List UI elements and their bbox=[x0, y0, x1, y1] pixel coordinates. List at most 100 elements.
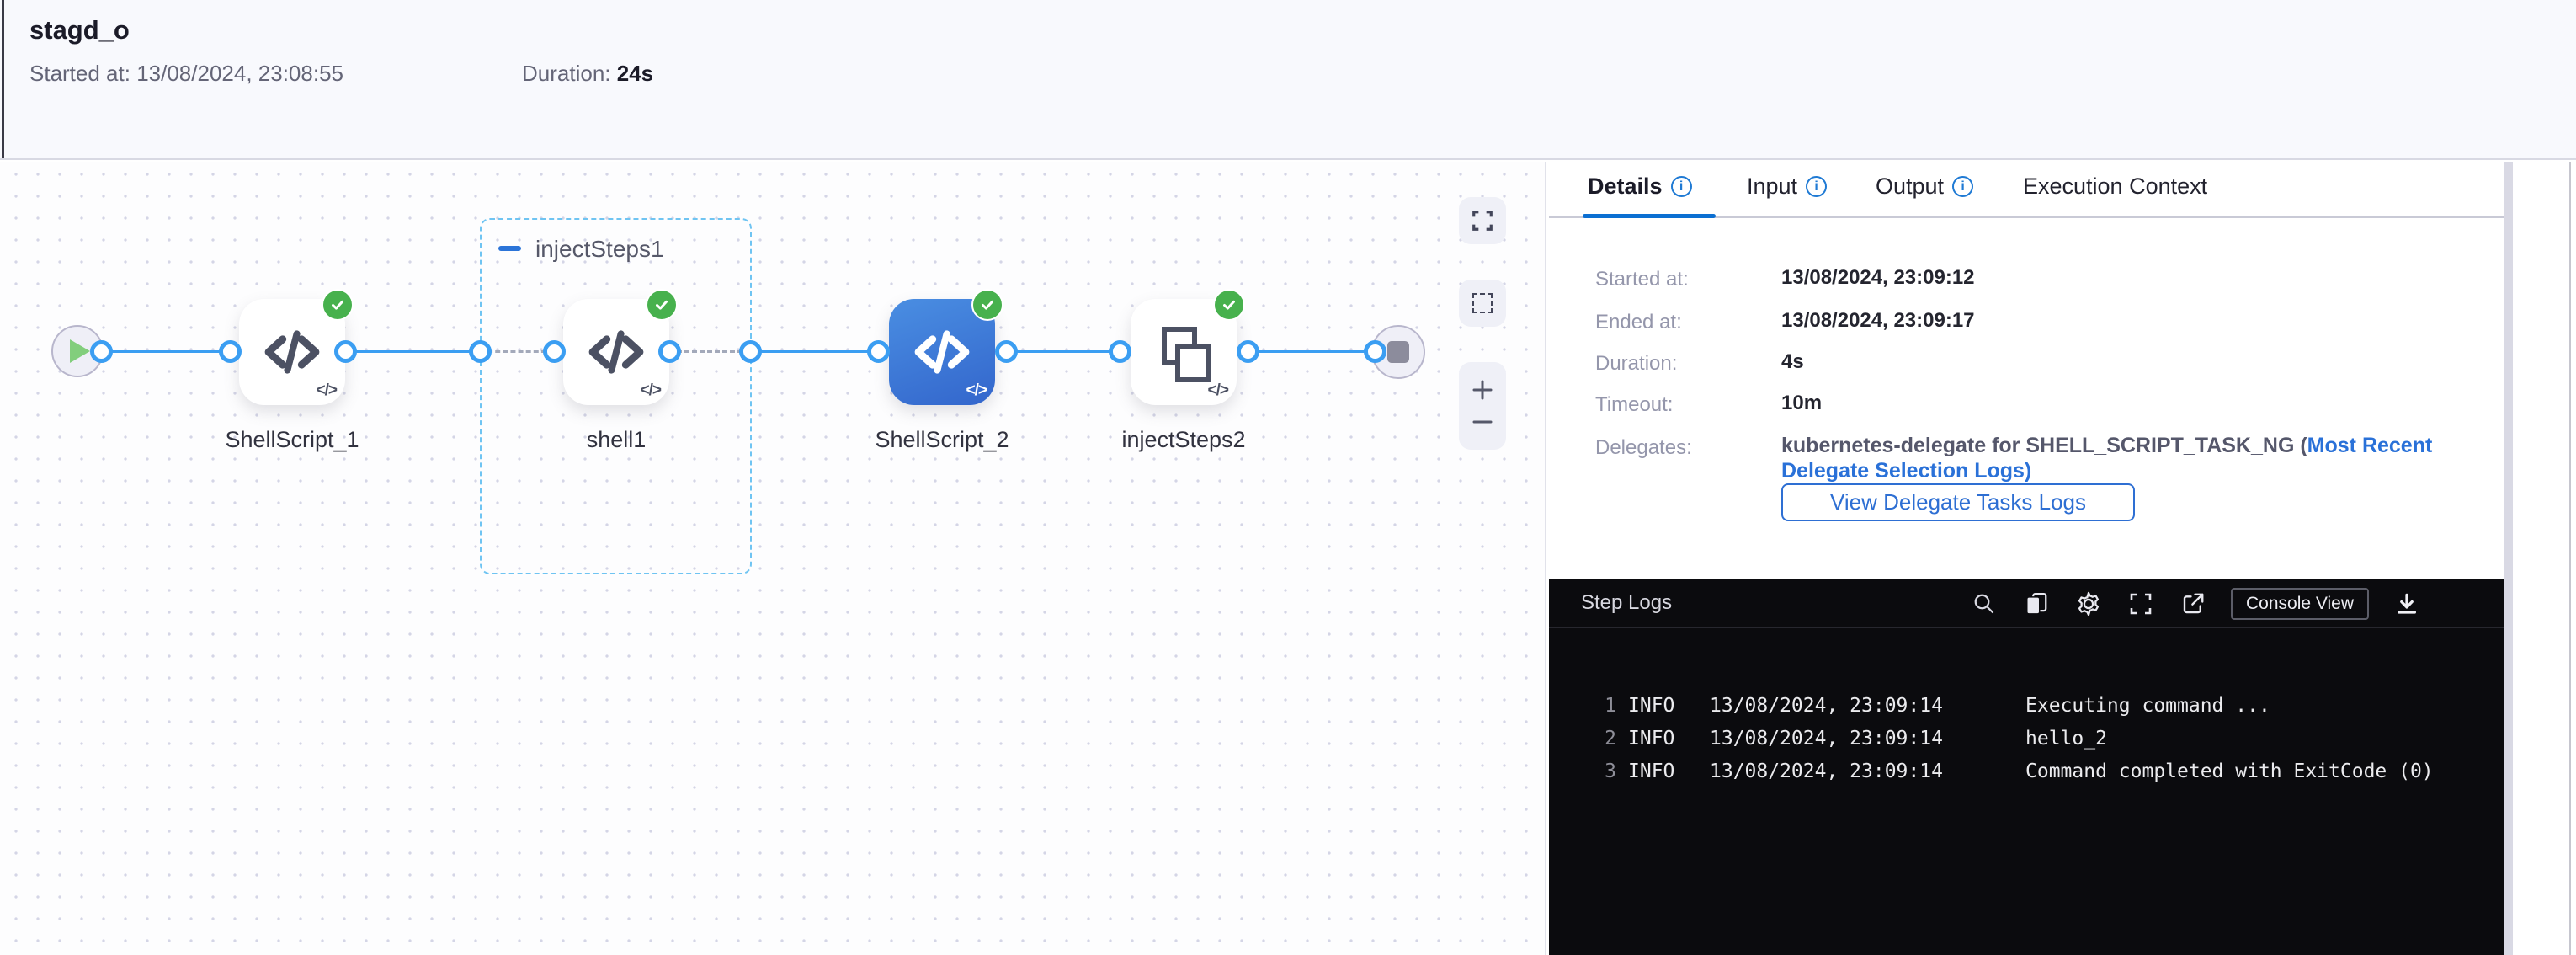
search-icon[interactable] bbox=[1970, 590, 1999, 618]
code-icon bbox=[264, 330, 320, 374]
log-level: INFO bbox=[1628, 727, 1675, 750]
delegates-value: kubernetes-delegate for SHELL_SCRIPT_TAS… bbox=[1781, 433, 2463, 483]
active-tab-indicator bbox=[1583, 214, 1716, 218]
check-icon bbox=[332, 300, 343, 310]
stage-duration: Duration: 24s bbox=[522, 61, 653, 87]
connector-port[interactable] bbox=[469, 340, 492, 363]
connector-port[interactable] bbox=[1364, 340, 1386, 363]
detail-row-label: Timeout: bbox=[1595, 393, 1674, 416]
window-edge-divider bbox=[2569, 162, 2571, 955]
check-icon bbox=[1223, 300, 1235, 310]
collapse-group-icon[interactable] bbox=[498, 246, 521, 251]
download-logs-icon[interactable] bbox=[2392, 590, 2421, 618]
success-badge bbox=[971, 289, 1003, 321]
connector-port[interactable] bbox=[334, 340, 357, 363]
connector-port[interactable] bbox=[995, 340, 1018, 363]
info-icon[interactable]: i bbox=[1952, 176, 1974, 197]
step-details-panel: Details i Input i Output i Execution Con… bbox=[1549, 162, 2504, 955]
log-line: 3 INFO 13/08/2024, 23:09:14 Command comp… bbox=[1549, 755, 2504, 787]
check-icon bbox=[656, 300, 668, 310]
stage-title: stagd_o bbox=[29, 15, 130, 45]
log-line-number: 3 bbox=[1605, 760, 1616, 782]
success-badge bbox=[322, 289, 354, 321]
shell-script-type-icon: </> bbox=[316, 381, 338, 399]
step-label: ShellScript_2 bbox=[875, 427, 1009, 452]
step-node-shell1[interactable]: </> bbox=[563, 289, 678, 405]
end-node[interactable] bbox=[1371, 325, 1425, 379]
connector-port[interactable] bbox=[658, 340, 681, 363]
log-settings-gear-icon[interactable] bbox=[2074, 590, 2103, 618]
open-in-new-window-icon[interactable] bbox=[2179, 590, 2207, 618]
marquee-select-icon bbox=[1472, 293, 1493, 313]
connector-port[interactable] bbox=[219, 340, 242, 363]
connector-port[interactable] bbox=[543, 340, 566, 363]
connector-port[interactable] bbox=[90, 340, 113, 363]
log-timestamp: 13/08/2024, 23:09:14 bbox=[1710, 727, 1943, 750]
stage-header: stagd_o Started at: 13/08/2024, 23:08:55… bbox=[0, 0, 2576, 160]
stage-started-at: Started at: 13/08/2024, 23:08:55 bbox=[29, 61, 343, 87]
info-icon[interactable]: i bbox=[1670, 176, 1692, 197]
zoom-out-icon[interactable] bbox=[1472, 411, 1493, 433]
started-value: 13/08/2024, 23:08:55 bbox=[136, 61, 343, 86]
connector bbox=[750, 350, 878, 353]
connector bbox=[1248, 350, 1375, 353]
step-logs-console: Step Logs bbox=[1549, 579, 2504, 955]
step-label: injectSteps2 bbox=[1121, 427, 1246, 452]
log-line-number: 1 bbox=[1605, 694, 1616, 717]
delegate-selection-logs-link[interactable]: Delegate Selection Logs) bbox=[1781, 459, 2032, 483]
log-timestamp: 13/08/2024, 23:09:14 bbox=[1710, 694, 1943, 717]
shell-script-type-icon: </> bbox=[966, 381, 988, 399]
step-label: shell1 bbox=[586, 427, 647, 452]
console-view-toggle[interactable]: Console View bbox=[2231, 588, 2370, 620]
canvas-fullscreen-button[interactable] bbox=[1459, 197, 1506, 244]
code-icon bbox=[914, 330, 970, 374]
delegate-name: kubernetes-delegate for SHELL_SCRIPT_TAS… bbox=[1781, 434, 2307, 457]
log-lines[interactable]: 1 INFO 13/08/2024, 23:09:14 Executing co… bbox=[1549, 689, 2504, 787]
step-node-shellscript-1[interactable]: </> bbox=[239, 289, 354, 405]
shell-script-type-icon: </> bbox=[1207, 381, 1230, 399]
shell-script-type-icon: </> bbox=[640, 381, 663, 399]
canvas-select-mode-button[interactable] bbox=[1459, 280, 1506, 327]
success-badge bbox=[646, 289, 678, 321]
canvas-zoom-controls bbox=[1459, 362, 1506, 450]
connector bbox=[1006, 350, 1120, 353]
log-message: Executing command ... bbox=[2025, 694, 2270, 717]
copy-logs-icon[interactable] bbox=[2022, 590, 2051, 618]
connector-dashed bbox=[669, 350, 750, 353]
detail-row-label: Duration: bbox=[1595, 352, 1678, 375]
connector-port[interactable] bbox=[867, 340, 890, 363]
step-group-injectSteps1[interactable] bbox=[480, 218, 752, 574]
tab-execution-context[interactable]: Execution Context bbox=[2023, 173, 2208, 199]
detail-row-value: 10m bbox=[1781, 392, 1823, 414]
info-icon[interactable]: i bbox=[1806, 176, 1828, 197]
tab-details[interactable]: Details i bbox=[1588, 173, 1692, 200]
step-node-injectsteps2[interactable]: </> bbox=[1131, 289, 1245, 405]
log-message: hello_2 bbox=[2025, 727, 2107, 750]
play-icon bbox=[70, 339, 90, 363]
delegate-selection-logs-link[interactable]: Most Recent bbox=[2307, 434, 2433, 457]
tab-output[interactable]: Output i bbox=[1876, 173, 1974, 200]
delegates-label: Delegates: bbox=[1595, 436, 1692, 459]
zoom-in-icon[interactable] bbox=[1472, 379, 1493, 401]
connector-port[interactable] bbox=[1237, 340, 1259, 363]
step-logs-title: Step Logs bbox=[1581, 591, 1673, 614]
tab-input[interactable]: Input i bbox=[1747, 173, 1828, 200]
stop-icon bbox=[1387, 341, 1409, 363]
details-tab-bar: Details i Input i Output i Execution Con… bbox=[1549, 162, 2504, 218]
step-label: ShellScript_1 bbox=[225, 427, 359, 452]
detail-row-value: 13/08/2024, 23:09:12 bbox=[1781, 266, 1975, 289]
log-line: 1 INFO 13/08/2024, 23:09:14 Executing co… bbox=[1549, 689, 2504, 722]
log-level: INFO bbox=[1628, 694, 1675, 717]
connector-port[interactable] bbox=[1109, 340, 1131, 363]
log-line: 2 INFO 13/08/2024, 23:09:14 hello_2 bbox=[1549, 722, 2504, 755]
view-delegate-tasks-logs-button[interactable]: View Delegate Tasks Logs bbox=[1781, 483, 2135, 521]
step-node-shellscript-2-selected[interactable]: </> bbox=[889, 289, 1003, 405]
connector-port[interactable] bbox=[739, 340, 762, 363]
connector-dashed bbox=[480, 350, 554, 353]
connector bbox=[345, 350, 480, 353]
pipeline-canvas[interactable]: injectSteps1 </> ShellScri bbox=[0, 162, 1546, 955]
panel-scrollbar[interactable] bbox=[2504, 162, 2513, 955]
expand-logs-fullscreen-icon[interactable] bbox=[2126, 590, 2155, 618]
log-message: Command completed with ExitCode (0) bbox=[2025, 760, 2434, 782]
